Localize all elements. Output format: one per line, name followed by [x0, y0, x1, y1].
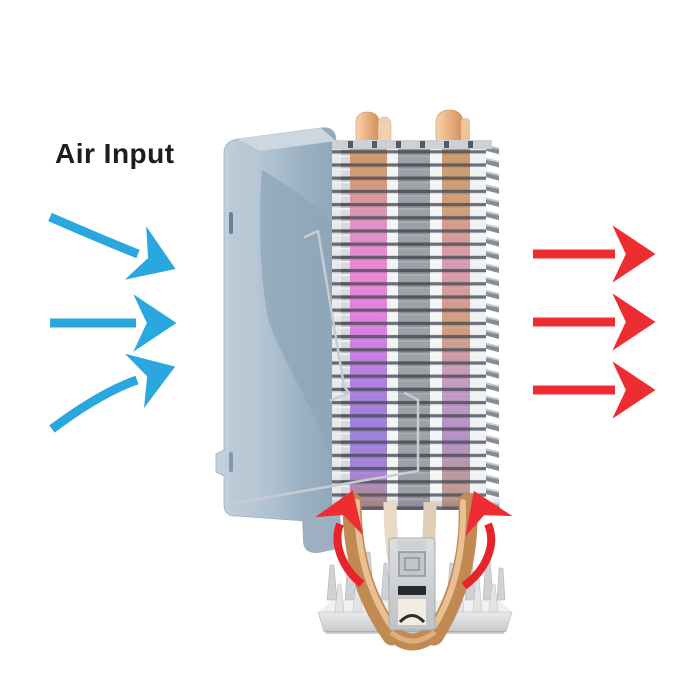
heat-rise-arrows: [315, 490, 513, 590]
fan-top-face: [238, 128, 336, 151]
heatpipe-tip-4: [461, 118, 470, 146]
fin-top-notches: [348, 141, 473, 148]
fan-clip-wire-2: [227, 391, 420, 506]
heatpipe-u-bend-highlight: [389, 629, 437, 644]
heatpipe-right-highlight: [429, 499, 467, 632]
air-input-arrow-1: [48, 212, 176, 280]
air-input-arrows: [48, 212, 177, 433]
fan-inner-shadow: [260, 170, 336, 470]
heat-rise-arrow-left: [315, 490, 365, 588]
bracket-square-inner: [404, 557, 420, 571]
bracket-dark-slot: [398, 586, 426, 595]
fan-screw-slot: [229, 212, 233, 234]
bracket-top-tab: [397, 540, 427, 550]
bracket-square-outer: [398, 551, 426, 577]
fan-screw-slot-2: [229, 452, 233, 472]
fin-bottom-shadow: [332, 496, 500, 510]
mounting-bracket: [388, 537, 436, 631]
fin-top-strip: [332, 140, 492, 149]
base-bottom-shadow: [326, 631, 504, 634]
air-input-arrow-3: [49, 353, 176, 433]
fin-right-teeth: [486, 142, 500, 510]
fin-gap-overlay: [332, 142, 486, 510]
bracket-window-arc: [398, 614, 426, 624]
heat-rise-arrow-right: [461, 490, 513, 590]
fan: [215, 127, 342, 554]
heatsink-fin-stack: [332, 140, 500, 510]
fan-clip-wire-1: [303, 229, 351, 402]
air-output-arrows: [533, 225, 656, 419]
air-input-label: Air Input: [55, 138, 175, 169]
fan-inner-highlight: [230, 149, 258, 511]
fan-clips: [227, 229, 420, 506]
